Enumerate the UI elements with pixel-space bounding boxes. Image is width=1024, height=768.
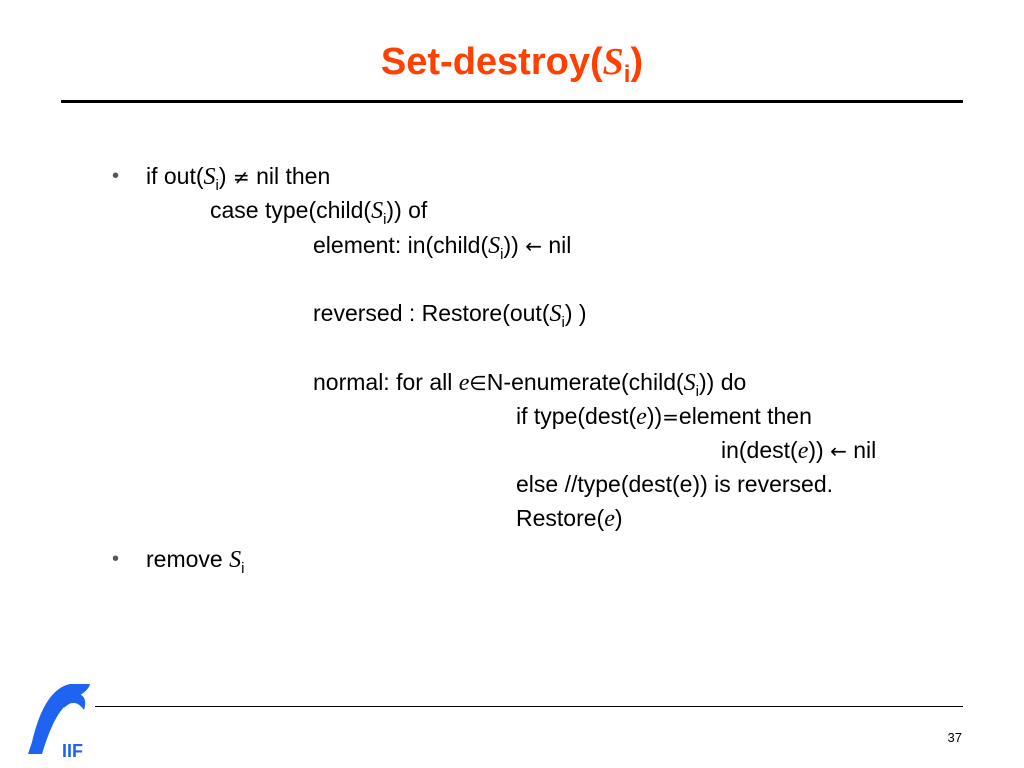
line-restore: Restore(e) xyxy=(516,505,623,532)
footer-divider xyxy=(95,706,963,707)
bullet-2: • xyxy=(112,548,120,570)
line-normal: normal: for all e∈N-enumerate(child(Si))… xyxy=(313,369,747,400)
line-if-out: if out(Si) ≠ nil then xyxy=(146,163,331,194)
title-divider xyxy=(61,100,963,103)
line-element: element: in(child(Si)) ← nil xyxy=(313,232,572,263)
line-else: else //type(dest(e)) is reversed. xyxy=(516,471,834,497)
logo-text: IIF xyxy=(62,741,83,760)
iif-logo: IIF xyxy=(28,684,90,760)
line-case-type: case type(child(Si)) of xyxy=(210,197,428,228)
line-reversed: reversed : Restore(out(Si) ) xyxy=(313,300,587,331)
bullet-1: • xyxy=(112,165,120,187)
slide-title: Set-destroy(Si) xyxy=(380,41,644,88)
logo-swoosh-inner xyxy=(64,693,86,710)
line-remove: remove Si xyxy=(146,546,245,577)
logo-swoosh xyxy=(28,684,90,754)
page-number: 37 xyxy=(947,730,962,745)
line-if-type-dest: if type(dest(e))=element then xyxy=(516,403,812,430)
line-in-dest: in(dest(e)) ← nil xyxy=(721,437,877,464)
